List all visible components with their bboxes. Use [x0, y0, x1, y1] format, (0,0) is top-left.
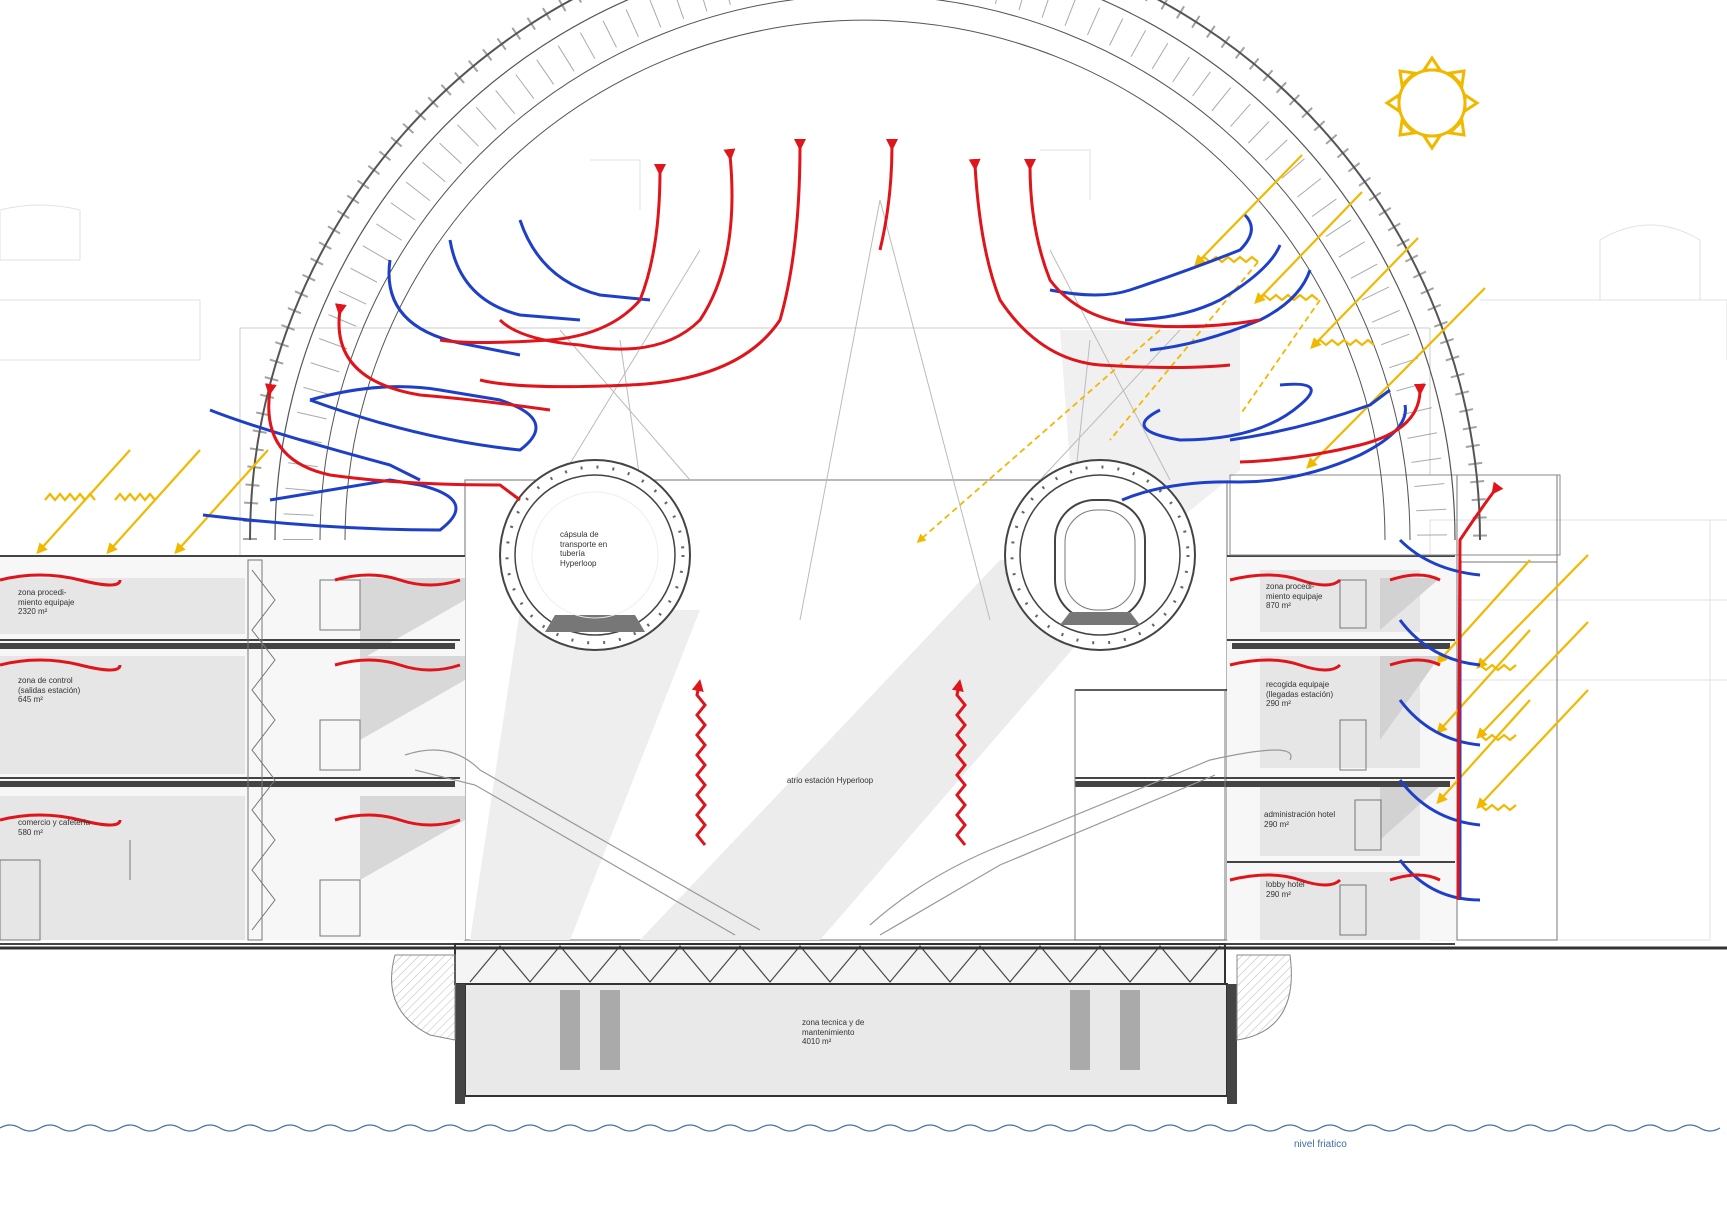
label-left-mid: zona de control (salidas estación) 645 m…	[18, 676, 81, 704]
label-left-low: comercio y cafetería 580 m²	[18, 818, 91, 837]
sun-icon	[1384, 55, 1480, 151]
hyperloop-tube-left	[499, 459, 691, 651]
basement	[391, 954, 1292, 1104]
label-right-top: zona procedi- miento equipaje 870 m²	[1266, 582, 1323, 610]
label-technical-zone: zona tecnica y de mantenimiento 4010 m²	[802, 1018, 865, 1046]
label-atrium: atrio estación Hyperloop	[786, 776, 874, 785]
label-water-table: nivel friatico	[1294, 1139, 1347, 1150]
ground-slab	[0, 943, 1727, 985]
label-capsule: cápsula de transporte en tubería Hyperlo…	[560, 530, 608, 568]
roof-arch	[243, 0, 1487, 621]
water-table-line	[0, 1124, 1721, 1132]
hyperloop-tube-right	[1004, 459, 1196, 651]
warm-air-flows	[0, 138, 1504, 901]
left-block	[0, 555, 465, 945]
label-right-admin: administración hotel 290 m²	[1264, 810, 1336, 829]
escalators	[404, 749, 1292, 936]
solar-rays	[36, 154, 1589, 812]
label-left-top: zona procedi- miento equipaje 2320 m²	[18, 588, 75, 616]
label-right-mid: recogida equipaje (llegadas estación) 29…	[1266, 680, 1334, 708]
label-right-lobby: lobby hotel 290 m²	[1266, 880, 1305, 899]
